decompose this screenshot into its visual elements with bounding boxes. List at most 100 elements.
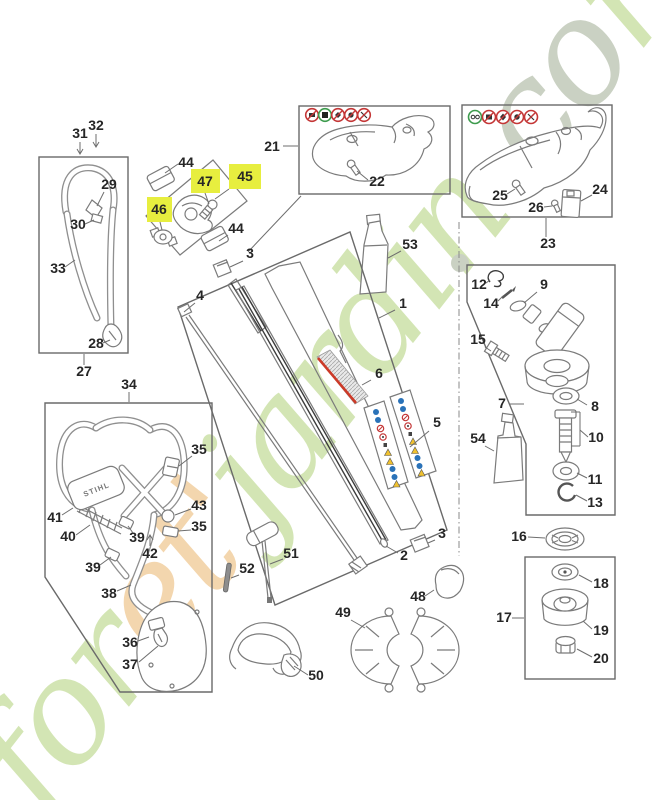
part-label-26: 26 xyxy=(528,199,544,215)
part-label-46: 46 xyxy=(151,201,167,217)
group-box-22 xyxy=(298,105,451,195)
bolt-15 xyxy=(483,340,510,363)
ball-bearing-11 xyxy=(552,461,580,481)
housing-screw-26 xyxy=(550,199,562,214)
part-label-13: 13 xyxy=(587,494,603,510)
gear-head-group: 12 14 9 15 7 8 54 10 11 13 xyxy=(458,222,616,556)
group-frame-shaft xyxy=(177,231,448,606)
no-contact-icon xyxy=(356,107,372,123)
group-box-17 xyxy=(524,556,616,680)
end-cap-48: 48 xyxy=(410,564,465,604)
part-label-36: 36 xyxy=(122,634,138,650)
part-label-23: 23 xyxy=(540,235,556,251)
part-label-3: 3 xyxy=(246,245,254,261)
washer-18 xyxy=(551,563,579,581)
part-label-2: 2 xyxy=(400,547,408,563)
spring-clip-12 xyxy=(487,269,505,288)
grease-tube-53: 53 xyxy=(359,213,418,295)
protective-cup-19 xyxy=(541,588,589,626)
prohibition-icon xyxy=(481,109,497,125)
part-label-39: 39 xyxy=(129,529,145,545)
part-label-21: 21 xyxy=(264,138,280,154)
spacer-24 xyxy=(560,188,582,219)
part-label-33: 33 xyxy=(50,260,66,276)
part-label-48: 48 xyxy=(410,588,426,604)
collar-parts-9 xyxy=(509,300,552,333)
gear-shaft-10 xyxy=(554,409,577,464)
part-label-32: 32 xyxy=(88,117,104,133)
part-label-40: 40 xyxy=(60,528,76,544)
part-label-9: 9 xyxy=(540,276,548,292)
nut-20 xyxy=(555,635,576,654)
part-label-51: 51 xyxy=(283,545,299,561)
ball-bearing-8 xyxy=(552,387,580,405)
locking-pin-52 xyxy=(222,562,232,593)
part-label-53: 53 xyxy=(402,236,418,252)
clip-39b xyxy=(104,547,120,562)
safety-sticker-strip-5 xyxy=(389,389,437,479)
part-label-25: 25 xyxy=(492,187,508,203)
part-label-43: 43 xyxy=(191,497,207,513)
part-label-22: 22 xyxy=(369,173,385,189)
part-label-5: 5 xyxy=(433,414,441,430)
part-label-44: 44 xyxy=(228,220,244,236)
shoulder-strap-group: 31 32 29 30 33 28 27 xyxy=(38,117,129,379)
part-label-10: 10 xyxy=(588,429,604,445)
part-label-45: 45 xyxy=(237,168,253,184)
ring-43 xyxy=(161,509,175,523)
guard-ring-49: 49 xyxy=(335,604,460,693)
highlight-45 xyxy=(229,164,261,189)
part-label-30: 30 xyxy=(70,216,86,232)
clamp-nut-3 xyxy=(212,259,232,278)
pin-14 xyxy=(501,286,516,300)
no-blade-icon xyxy=(330,107,346,123)
no-hot-surface-icon xyxy=(343,107,359,123)
safety-sticker-strip-5 xyxy=(363,400,409,490)
prohibition-icon xyxy=(523,109,539,125)
part-label-1: 1 xyxy=(399,295,407,311)
part-label-11: 11 xyxy=(588,471,603,487)
part-label-37: 37 xyxy=(122,656,138,672)
part-label-4: 4 xyxy=(196,287,204,303)
part-label-44: 44 xyxy=(178,154,194,170)
part-label-27: 27 xyxy=(76,363,92,379)
drive-tube-2 xyxy=(235,285,389,545)
flexible-drive-shaft-4 xyxy=(176,303,369,575)
part-label-35: 35 xyxy=(191,441,207,457)
part-label-19: 19 xyxy=(593,622,609,638)
part-label-52: 52 xyxy=(239,560,255,576)
handle-housing-group-23: 25 26 24 23 xyxy=(461,104,613,251)
handle-housing-group-22: 22 21 xyxy=(264,105,451,195)
part-label-50: 50 xyxy=(308,667,324,683)
housing-screw-22 xyxy=(346,159,361,177)
group-box-23 xyxy=(461,104,613,218)
handle-clamp-group: 47 45 46 44 44 3 xyxy=(145,154,302,278)
part-label-28: 28 xyxy=(88,335,104,351)
safety-icon-row xyxy=(467,109,539,125)
strap-slide-30 xyxy=(90,213,104,224)
clamp-nut-3b xyxy=(409,533,430,553)
part-label-38: 38 xyxy=(101,585,117,601)
part-label-39: 39 xyxy=(85,559,101,575)
harness-group: STIHL 34 35 43 35 41 40 39 42 39 xyxy=(44,376,213,693)
mount-kit-group: 17 18 19 20 xyxy=(496,556,616,680)
part-label-24: 24 xyxy=(592,181,608,197)
t-wrench-51 xyxy=(246,521,279,547)
gear-head-housing xyxy=(524,302,590,395)
thrust-plate-16: 16 xyxy=(511,527,585,551)
part-label-35: 35 xyxy=(191,518,207,534)
part-label-14: 14 xyxy=(483,295,499,311)
part-label-6: 6 xyxy=(375,365,383,381)
part-label-18: 18 xyxy=(593,575,609,591)
tools-group: 51 52 xyxy=(222,521,299,603)
grease-tube-54 xyxy=(493,412,524,484)
part-label-12: 12 xyxy=(471,276,487,292)
part-label-49: 49 xyxy=(335,604,351,620)
clamp-screw-47 xyxy=(198,199,218,220)
part-label-8: 8 xyxy=(591,398,599,414)
part-label-3: 3 xyxy=(438,525,446,541)
hip-pad xyxy=(136,600,207,693)
wing-nut-46 xyxy=(149,227,178,247)
drive-tube-silhouette-1 xyxy=(264,261,423,531)
